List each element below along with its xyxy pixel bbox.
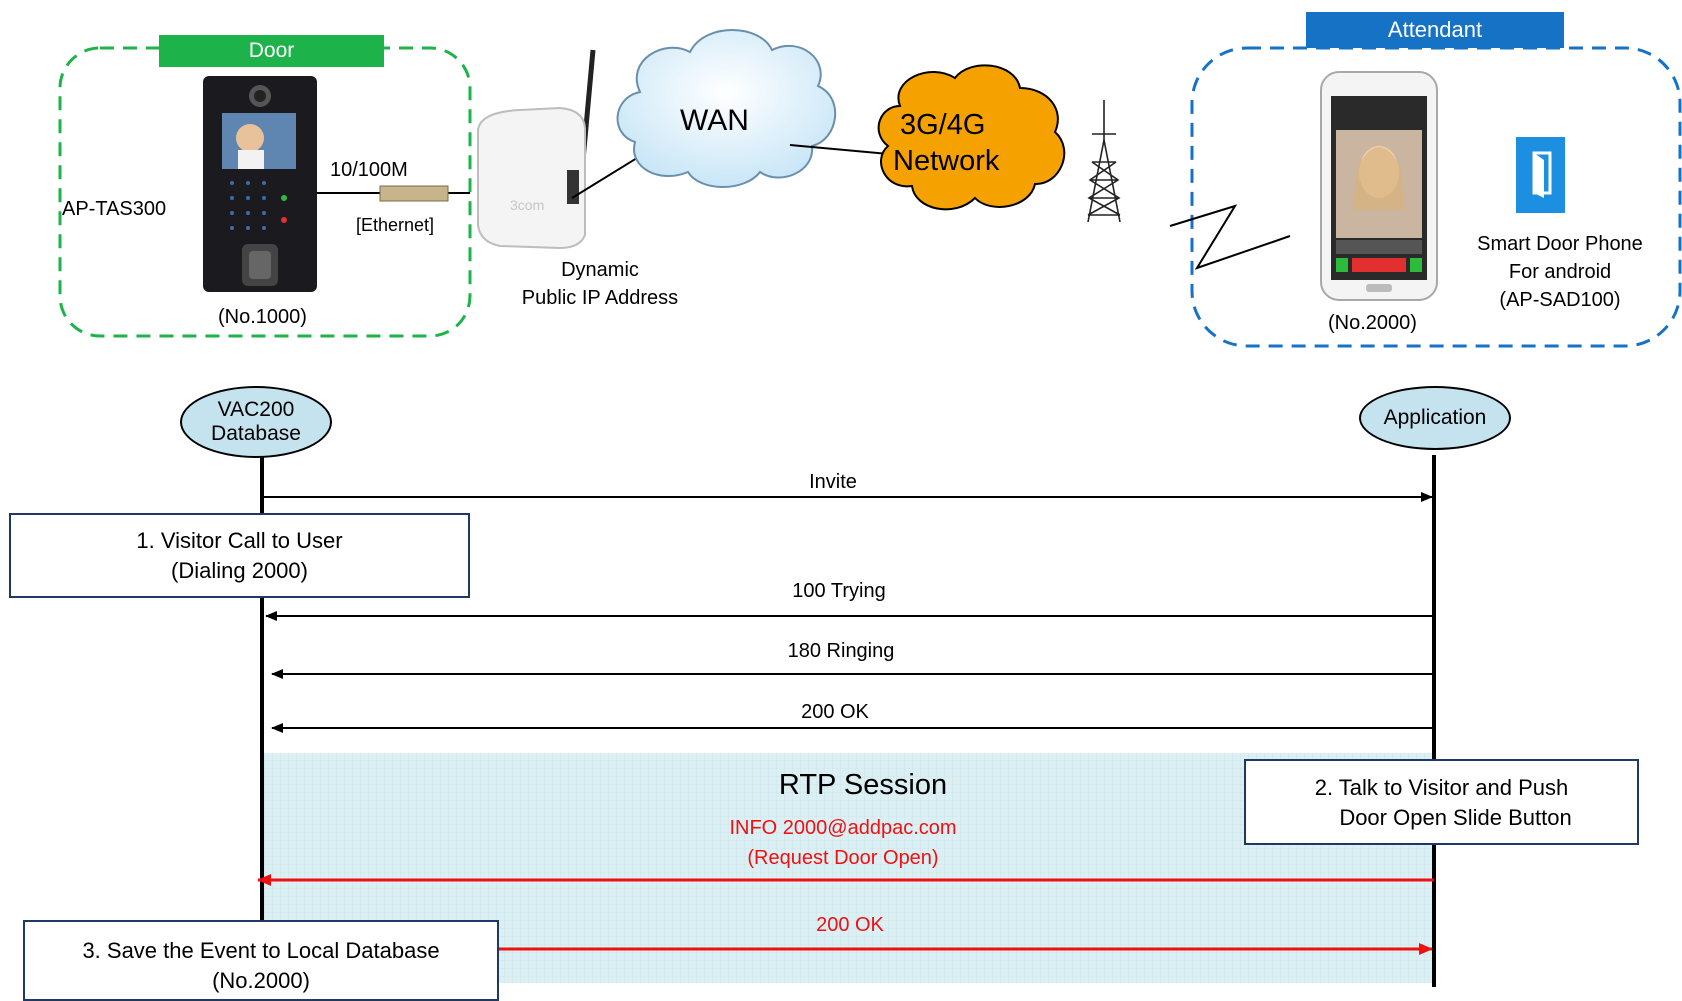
phone-number-label: (No.2000) xyxy=(1328,312,1417,334)
vac200-node-line2: Database xyxy=(211,422,301,445)
note-save-event: 3. Save the Event to Local Database (No.… xyxy=(23,920,499,1001)
wan-label: WAN xyxy=(680,104,749,137)
router-label-line1: Dynamic xyxy=(561,259,639,281)
vac200-node-line1: VAC200 xyxy=(217,398,295,421)
application-node: Application xyxy=(1359,386,1511,450)
mobile-network-label-line1: 3G/4G xyxy=(900,109,986,141)
mobile-network-cloud-icon xyxy=(877,64,1066,211)
info-message-line1: INFO 2000@addpac.com xyxy=(729,817,957,839)
rtp-session-title: RTP Session xyxy=(778,769,948,801)
attendant-group-header: Attendant xyxy=(1306,12,1564,48)
wan-cloud-icon xyxy=(616,29,837,188)
link-speed-label: 10/100M xyxy=(330,159,408,181)
note-visitor-call: 1. Visitor Call to User (Dialing 2000) xyxy=(9,513,470,598)
door-device-number: (No.1000) xyxy=(218,306,307,328)
note-push-door-open: 2. Talk to Visitor and Push Door Open Sl… xyxy=(1244,759,1639,845)
ok-label: 200 OK xyxy=(801,701,869,723)
invite-label: Invite xyxy=(809,471,857,493)
cell-tower-icon xyxy=(1087,100,1121,223)
door-terminal-icon xyxy=(203,76,317,292)
info-message-line2: (Request Door Open) xyxy=(747,847,939,869)
note-save-event-line2: (No.2000) xyxy=(212,968,310,993)
mobile-network-label-line2: Network xyxy=(893,145,1000,177)
note-save-event-line1: 3. Save the Event to Local Database xyxy=(82,938,440,963)
door-app-icon xyxy=(1516,137,1565,213)
trying-label: 100 Trying xyxy=(792,580,886,602)
svg-text:3com: 3com xyxy=(510,197,544,213)
note-push-door-open-line2: Door Open Slide Button xyxy=(1339,805,1572,830)
note-push-door-open-line1: 2. Talk to Visitor and Push xyxy=(1314,775,1569,800)
vac200-database-node: VAC200 Database xyxy=(180,386,332,458)
wireless-link xyxy=(1169,204,1291,270)
final-ok-label: 200 OK xyxy=(816,914,884,936)
smartphone-icon xyxy=(1320,71,1438,301)
ringing-label: 180 Ringing xyxy=(787,640,895,662)
app-name-line1: Smart Door Phone xyxy=(1477,233,1643,255)
application-node-label: Application xyxy=(1383,406,1487,429)
attendant-group-border xyxy=(1190,46,1682,348)
app-name-line3: (AP-SAD100) xyxy=(1499,289,1621,311)
door-device-label: AP-TAS300 xyxy=(62,198,167,220)
door-group-header: Door xyxy=(159,35,384,67)
app-name-line2: For android xyxy=(1508,261,1612,283)
router-icon: 3com xyxy=(477,49,596,250)
router-label-line2: Public IP Address xyxy=(521,287,679,309)
note-visitor-call-line1: 1. Visitor Call to User xyxy=(136,528,343,553)
note-visitor-call-line2: (Dialing 2000) xyxy=(171,558,308,583)
ethernet-switch-icon xyxy=(379,185,449,202)
link-type-label: [Ethernet] xyxy=(356,215,435,235)
